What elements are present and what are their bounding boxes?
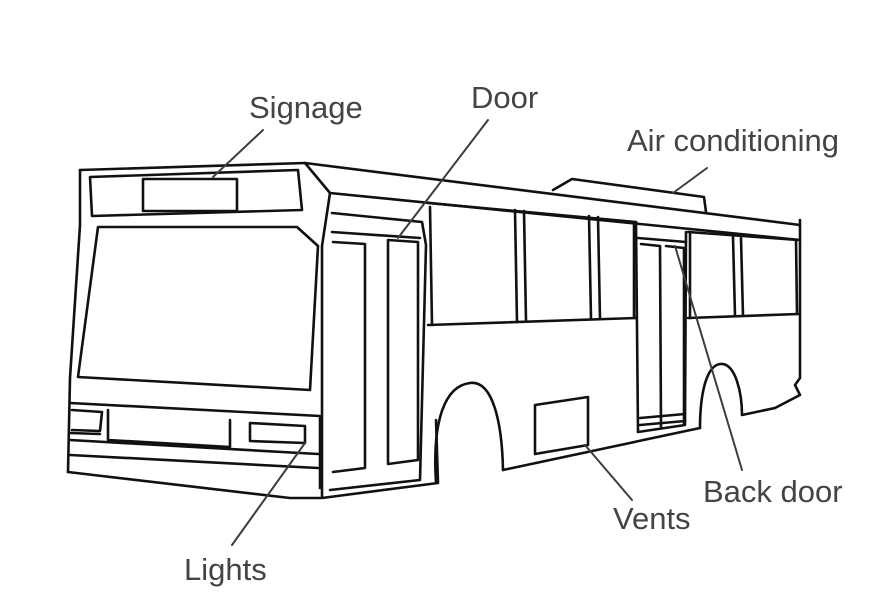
signage-label: Signage	[249, 90, 363, 125]
back-door	[636, 222, 686, 432]
rear-window-divider-2	[733, 237, 735, 316]
signage-display	[143, 179, 237, 211]
back-door-leaf-left	[641, 244, 661, 428]
front-left-edge	[68, 170, 80, 472]
door-frame	[330, 213, 426, 490]
grille-line-1	[70, 433, 100, 434]
door-top	[332, 232, 420, 238]
window-divider-5	[598, 217, 600, 319]
back-door-leaf-right	[666, 246, 684, 424]
signage-panel	[90, 170, 302, 216]
roof-front-edge	[80, 163, 800, 225]
window-divider-1	[430, 207, 432, 325]
lower-body	[435, 364, 775, 483]
rear-window-divider-4	[796, 240, 797, 314]
front-door	[322, 193, 438, 498]
vents-leader	[585, 445, 632, 500]
rear-wheel-arch	[700, 364, 775, 428]
back-door-top	[638, 238, 686, 242]
bumper-line-2	[70, 455, 318, 468]
door-leader	[398, 120, 488, 238]
door-leaf-left	[333, 242, 365, 472]
lights-label: Lights	[184, 552, 267, 587]
grille	[108, 410, 230, 447]
air-conditioning-label: Air conditioning	[627, 123, 839, 158]
headlight-right	[250, 423, 305, 443]
rear-window-divider-3	[741, 238, 743, 316]
roof-side-edge	[305, 163, 800, 240]
front-bumper	[68, 403, 320, 498]
headlight-left	[72, 410, 102, 431]
vents-label: Vents	[613, 501, 691, 536]
door-leaf-right	[388, 240, 418, 464]
front-wheel-arch	[435, 383, 503, 483]
back-door-step-2	[640, 421, 685, 425]
signage-frame	[90, 170, 302, 216]
window-divider-4	[589, 216, 591, 319]
window-divider-2	[515, 210, 517, 322]
window-top-rail	[428, 203, 636, 222]
air-conditioning-leader	[673, 168, 707, 193]
window-bottom-rail	[428, 318, 636, 325]
vents	[535, 397, 588, 454]
air-conditioning-unit	[553, 179, 706, 212]
window-divider-3	[524, 211, 526, 321]
back-door-label: Back door	[703, 474, 843, 509]
door-label: Door	[471, 80, 538, 115]
windshield	[78, 227, 318, 390]
signage-leader	[213, 130, 263, 177]
back-door-step-1	[640, 414, 685, 418]
lights-leader	[232, 443, 305, 545]
